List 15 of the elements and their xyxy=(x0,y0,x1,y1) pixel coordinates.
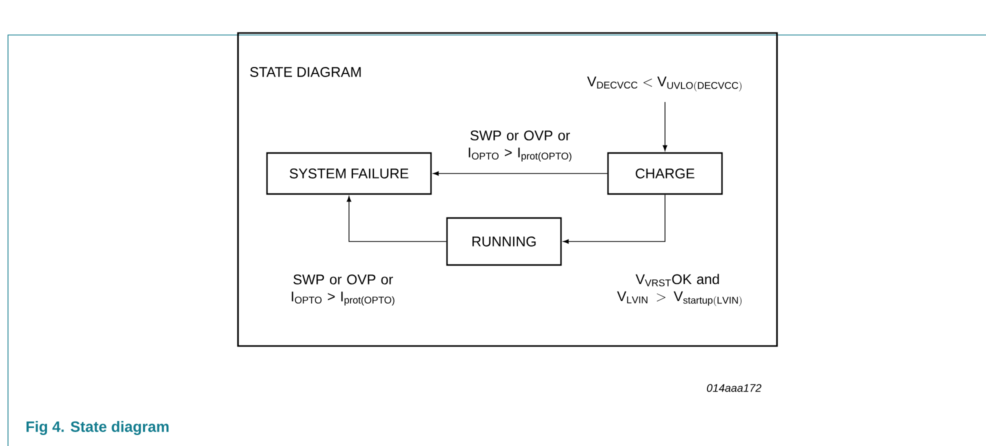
arrow xyxy=(563,194,666,244)
state-box: CHARGE xyxy=(607,152,723,195)
edge-label: $\mathrm{V}_{\mathrm{DECVCC}} < \mathrm{V}_{\mathrm{UVLO(DECVCC)}}$ xyxy=(587,76,742,92)
arrow xyxy=(433,171,608,176)
state-box: RUNNING xyxy=(446,217,562,266)
arrow xyxy=(346,196,447,242)
diagram-frame xyxy=(237,32,778,347)
figure-caption: Fig 4. State diagram xyxy=(26,420,169,436)
figure-code: 014aaa172 xyxy=(706,384,762,392)
edge-label: $\mathrm{V}_{\mathrm{VRST}}\mathrm{OK\ and}\ \allowbreak\mathrm{V}_{\mathrm{LVIN}} > \mathrm{V}_{\mathrm{startup(LVIN)}}$ xyxy=(617,274,742,306)
edge-label: SWP or OVP or I$_{OPTO}$ > I$_{prot(OPTO)}$ xyxy=(292,274,394,306)
edge-label: SWP or OVP or I$_{OPTO}$ > I$_{prot(OPTO)}$ xyxy=(468,130,572,162)
frame-heading: STATE DIAGRAM xyxy=(250,67,361,77)
arrow xyxy=(662,102,668,151)
state-box: SYSTEM FAILURE xyxy=(266,152,432,195)
